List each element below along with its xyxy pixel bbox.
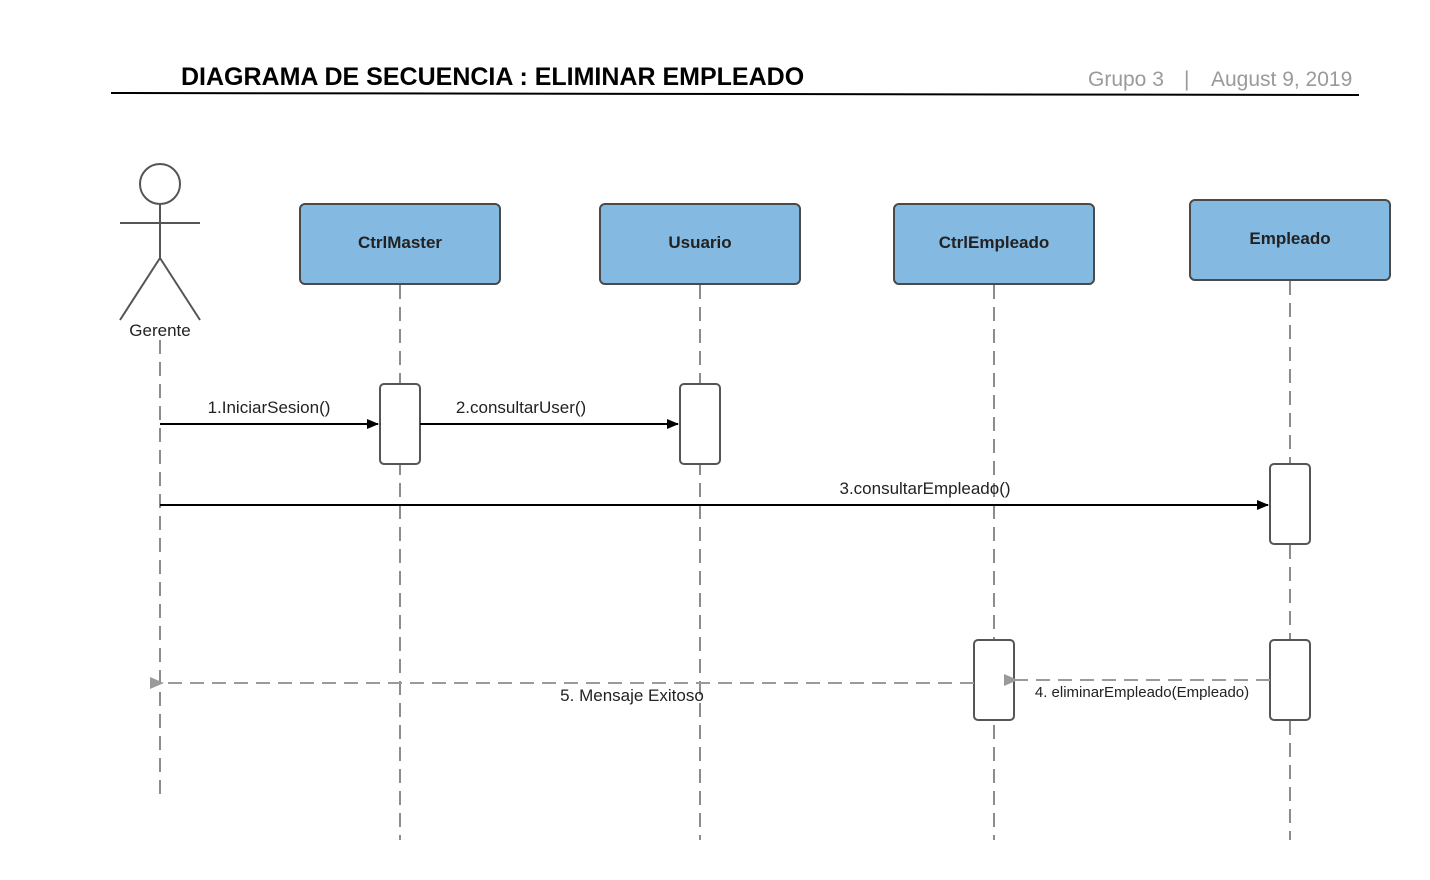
diagram-title: DIAGRAMA DE SECUENCIA : ELIMINAR EMPLEAD… xyxy=(181,63,804,91)
actor-right-leg xyxy=(159,257,201,321)
message-label-5: 5. Mensaje Exitoso xyxy=(560,686,704,705)
object-box-empleado xyxy=(1189,199,1391,281)
header-separator: | xyxy=(1184,68,1189,91)
group-name: Grupo 3 xyxy=(1088,68,1164,91)
object-label-ctrlmaster: CtrlMaster xyxy=(358,233,442,252)
activation-empleado-1 xyxy=(1269,463,1311,545)
actor-label: Gerente xyxy=(129,321,190,340)
object-label-ctrlempleado: CtrlEmpleado xyxy=(939,233,1050,252)
message-label-4: 4. eliminarEmpleado(Empleado) xyxy=(1035,684,1249,701)
activation-empleado-2 xyxy=(1269,639,1311,721)
actor-gerente xyxy=(119,163,201,321)
activation-usuario xyxy=(679,383,721,465)
object-box-ctrlmaster xyxy=(299,203,501,285)
message-label-2: 2.consultarUser() xyxy=(456,398,586,417)
message-label-3: 3.consultarEmpleado() xyxy=(839,479,1010,498)
object-label-usuario: Usuario xyxy=(668,233,731,252)
activation-ctrlmaster xyxy=(379,383,421,465)
header-underline xyxy=(110,92,1360,96)
object-box-ctrlempleado xyxy=(893,203,1095,285)
object-label-empleado: Empleado xyxy=(1249,229,1330,248)
actor-head-icon xyxy=(139,163,181,205)
actor-left-leg xyxy=(119,257,161,321)
diagram-date: August 9, 2019 xyxy=(1211,68,1352,91)
message-label-1: 1.IniciarSesion() xyxy=(208,398,331,417)
activation-ctrlempleado xyxy=(973,639,1015,721)
object-box-usuario xyxy=(599,203,801,285)
